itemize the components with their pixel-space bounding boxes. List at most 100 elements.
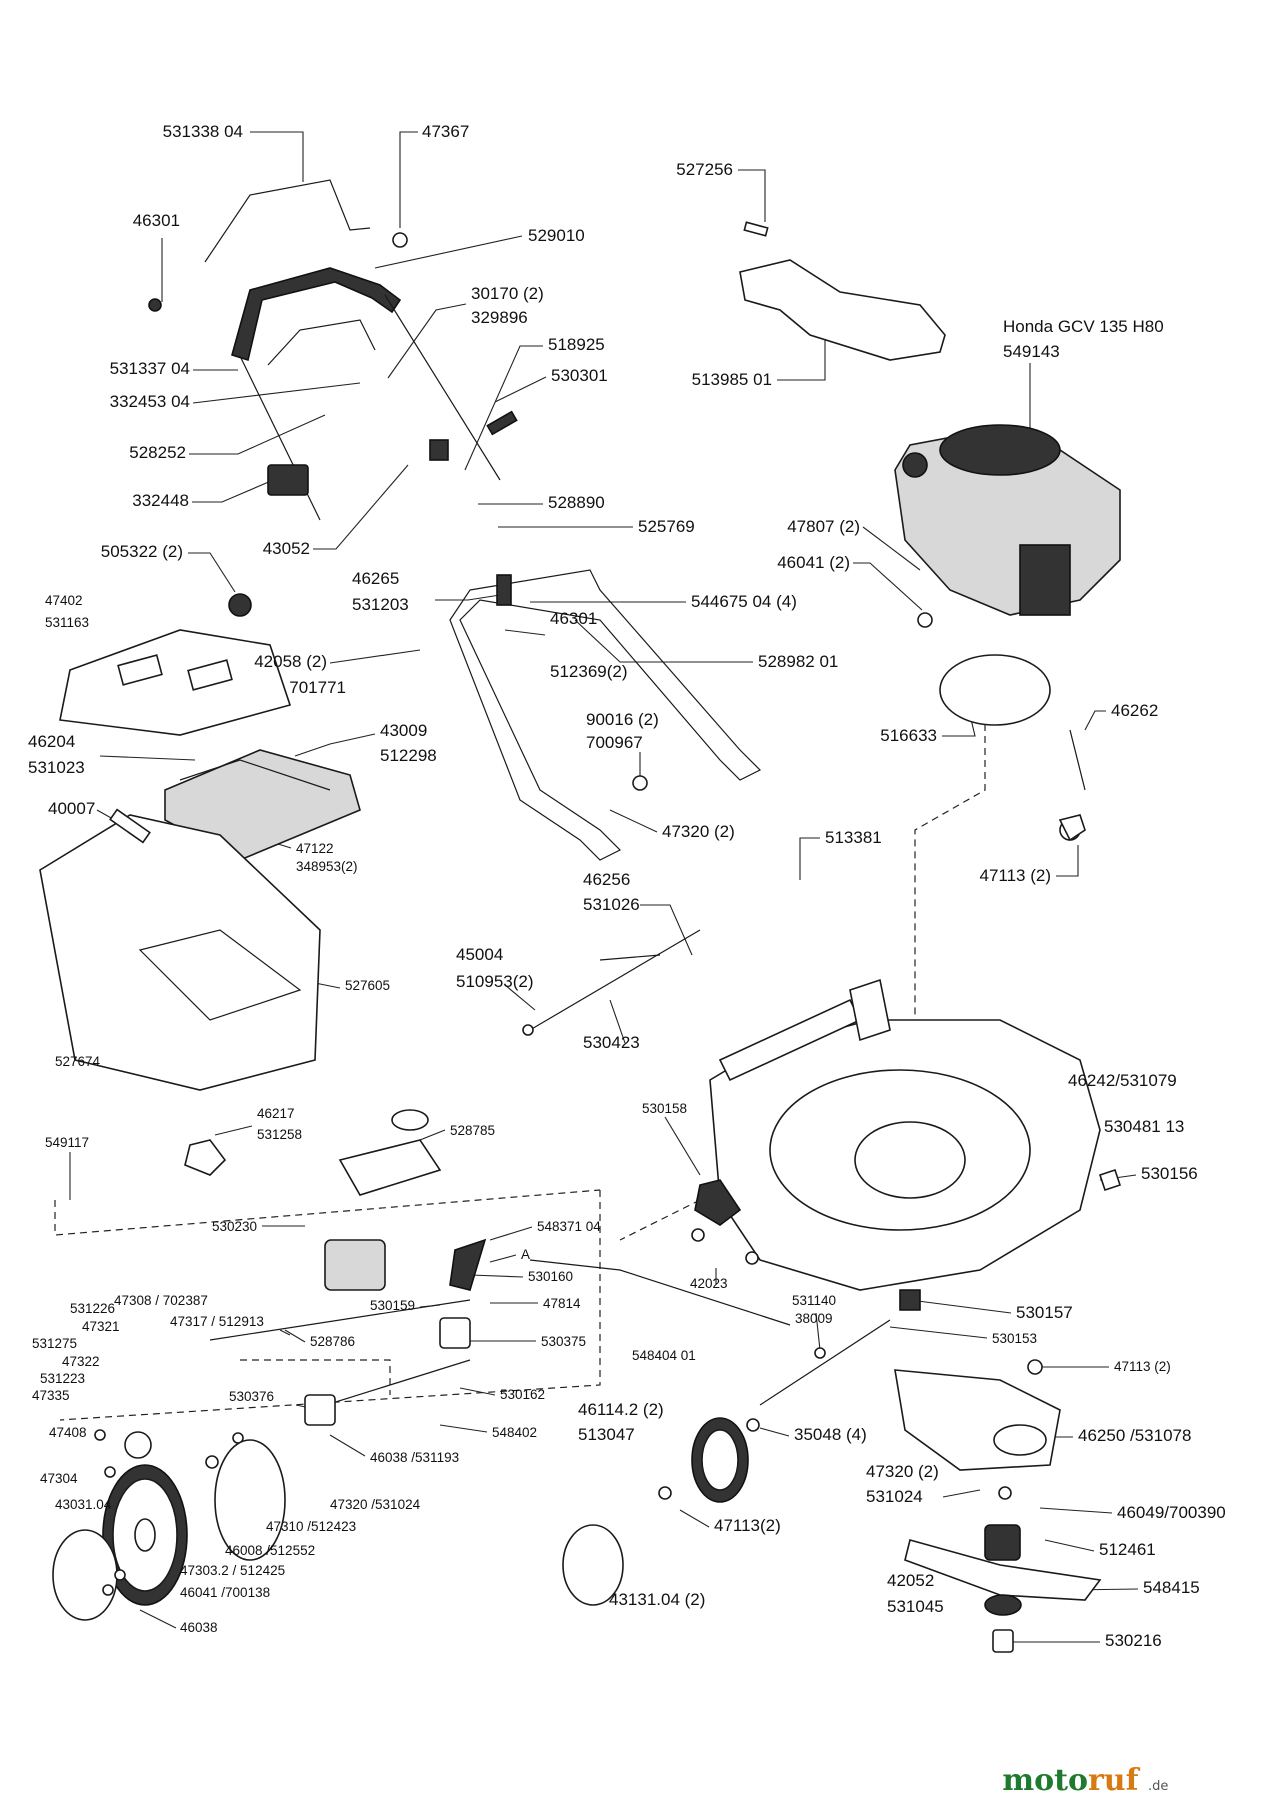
part-label: 530157 xyxy=(1016,1303,1073,1322)
part-label: 43131.04 (2) xyxy=(609,1590,705,1609)
part-label: 548404 01 xyxy=(632,1348,696,1363)
part-label: 531258 xyxy=(257,1127,302,1142)
part-label: 47310 /512423 xyxy=(266,1519,356,1534)
part-label: 530153 xyxy=(992,1331,1037,1346)
deck-fittings xyxy=(691,1168,1122,1432)
part-label: 531026 xyxy=(583,895,640,914)
part-label: 47122 xyxy=(296,841,334,856)
front-wheel-left xyxy=(52,1439,286,1621)
part-label: Honda GCV 135 H80 xyxy=(1003,317,1164,336)
part-label: 700967 xyxy=(586,733,643,752)
part-label: 528890 xyxy=(548,493,605,512)
part-label: 46301 xyxy=(133,211,180,230)
part-label: 47807 (2) xyxy=(787,517,860,536)
part-label: 329896 xyxy=(471,308,528,327)
watermark-brand-b: ruf xyxy=(1088,1763,1141,1798)
part-label: 530301 xyxy=(551,366,608,385)
part-label: 531140 xyxy=(792,1293,836,1308)
part-label: 531203 xyxy=(352,595,409,614)
part-label: 528252 xyxy=(129,443,186,462)
part-label: 47408 xyxy=(49,1425,87,1440)
part-label: 531024 xyxy=(866,1487,923,1506)
part-label: 46008 /512552 xyxy=(225,1543,315,1558)
part-label: 46041 (2) xyxy=(777,553,850,572)
part-label: 46262 xyxy=(1111,701,1158,720)
part-label: 47322 xyxy=(62,1354,100,1369)
part-label: 90016 (2) xyxy=(586,710,659,729)
part-label: 46114.2 (2) xyxy=(578,1400,664,1419)
part-label: A xyxy=(521,1247,530,1262)
honda-engine xyxy=(894,424,1121,616)
part-label: 47335 xyxy=(32,1388,70,1403)
part-label: 531337 04 xyxy=(110,359,190,378)
mower-deck xyxy=(709,978,1101,1291)
part-label: 47320 /531024 xyxy=(330,1497,421,1512)
part-label: 513381 xyxy=(825,828,882,847)
part-label: 45004 xyxy=(456,945,503,964)
part-label: 548371 04 xyxy=(537,1219,601,1234)
part-label: 47113 (2) xyxy=(979,866,1051,885)
part-label: 530160 xyxy=(528,1269,573,1284)
grass-catcher-lid xyxy=(59,629,292,736)
mulch-plug-cover xyxy=(894,1369,1061,1471)
part-label: 46301 xyxy=(550,609,597,628)
part-label: 47304 xyxy=(40,1471,78,1486)
part-label: 332453 04 xyxy=(110,392,190,411)
part-label: 530162 xyxy=(500,1387,545,1402)
part-label: 531226 xyxy=(70,1301,115,1316)
part-label: 548415 xyxy=(1143,1578,1200,1597)
part-label: 512298 xyxy=(380,746,437,765)
leader-lines xyxy=(69,131,1139,1643)
part-label: 527256 xyxy=(676,160,733,179)
part-label: 46038 /531193 xyxy=(370,1450,459,1465)
part-label: 549143 xyxy=(1003,342,1060,361)
engine-gasket-plate xyxy=(939,654,1086,842)
part-label: 530376 xyxy=(229,1389,274,1404)
part-label: 47303.2 / 512425 xyxy=(180,1563,285,1578)
part-label: 531223 xyxy=(40,1371,85,1386)
part-label: 38009 xyxy=(795,1311,833,1326)
part-label: 46038 xyxy=(180,1620,218,1635)
rear-wheel-right xyxy=(562,1417,749,1606)
part-label: 549117 xyxy=(45,1135,89,1150)
part-label: 46204 xyxy=(28,732,75,751)
part-label: 42052 xyxy=(887,1571,934,1590)
part-label: 530158 xyxy=(642,1101,687,1116)
grass-catcher-bag xyxy=(39,808,321,1091)
part-label: 332448 xyxy=(132,491,189,510)
part-label: 30170 (2) xyxy=(471,284,544,303)
part-label: 528982 01 xyxy=(758,652,838,671)
part-label: 530375 xyxy=(541,1334,586,1349)
part-label: 516633 xyxy=(880,726,937,745)
part-label: 47320 (2) xyxy=(662,822,735,841)
part-label: 47321 xyxy=(82,1319,120,1334)
part-label: 43009 xyxy=(380,721,427,740)
part-label: 47367 xyxy=(422,122,469,141)
part-label: 527674 xyxy=(55,1054,101,1069)
drive-assembly xyxy=(94,1109,487,1478)
part-label: 46256 xyxy=(583,870,630,889)
part-label: 525769 xyxy=(638,517,695,536)
blade-assembly xyxy=(904,1486,1102,1653)
part-label: 512461 xyxy=(1099,1540,1156,1559)
part-label: 47308 / 702387 xyxy=(114,1293,208,1308)
part-label: 47113 (2) xyxy=(1114,1359,1171,1374)
assembly-dashed-lines xyxy=(54,700,986,1421)
part-label: 527605 xyxy=(345,978,390,993)
part-label: 510953(2) xyxy=(456,972,534,991)
part-label: 531023 xyxy=(28,758,85,777)
part-label: 46242/531079 xyxy=(1068,1071,1177,1090)
part-label: 528785 xyxy=(450,1123,495,1138)
part-label: 46265 xyxy=(352,569,399,588)
part-label: 46217 xyxy=(257,1106,295,1121)
part-label: 513047 xyxy=(578,1425,635,1444)
control-cable-rods xyxy=(522,929,891,1406)
part-label: 530230 xyxy=(212,1219,257,1234)
part-label: 701771 xyxy=(289,678,346,697)
part-label: 530423 xyxy=(583,1033,640,1052)
part-label: 512369(2) xyxy=(550,662,628,681)
engine-shroud-cover xyxy=(739,221,946,361)
